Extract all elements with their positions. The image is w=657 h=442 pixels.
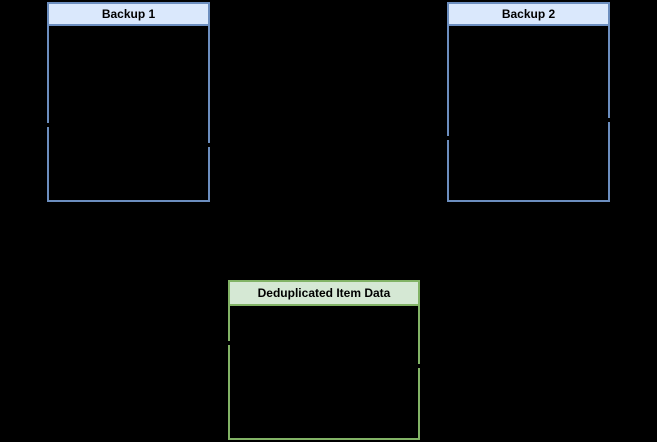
connector-endpoint (205, 143, 213, 147)
node-deduplicated-item-data: Deduplicated Item Data (228, 280, 420, 440)
connector-endpoint (224, 341, 232, 345)
node-deduplicated-item-data-title: Deduplicated Item Data (257, 286, 391, 300)
node-backup-2-title: Backup 2 (501, 7, 556, 21)
connector-endpoint (443, 136, 451, 140)
node-backup-1-title: Backup 1 (101, 7, 156, 21)
node-backup-2: Backup 2 (447, 2, 610, 202)
connector-endpoint (415, 364, 423, 368)
node-backup-2-body (449, 26, 608, 200)
node-deduplicated-item-data-header: Deduplicated Item Data (230, 282, 418, 306)
node-backup-2-header: Backup 2 (449, 4, 608, 26)
connector-endpoint (43, 123, 51, 127)
node-backup-1-body (49, 26, 208, 200)
node-backup-1: Backup 1 (47, 2, 210, 202)
node-backup-1-header: Backup 1 (49, 4, 208, 26)
node-deduplicated-item-data-body (230, 306, 418, 438)
connector-endpoint (605, 118, 613, 122)
